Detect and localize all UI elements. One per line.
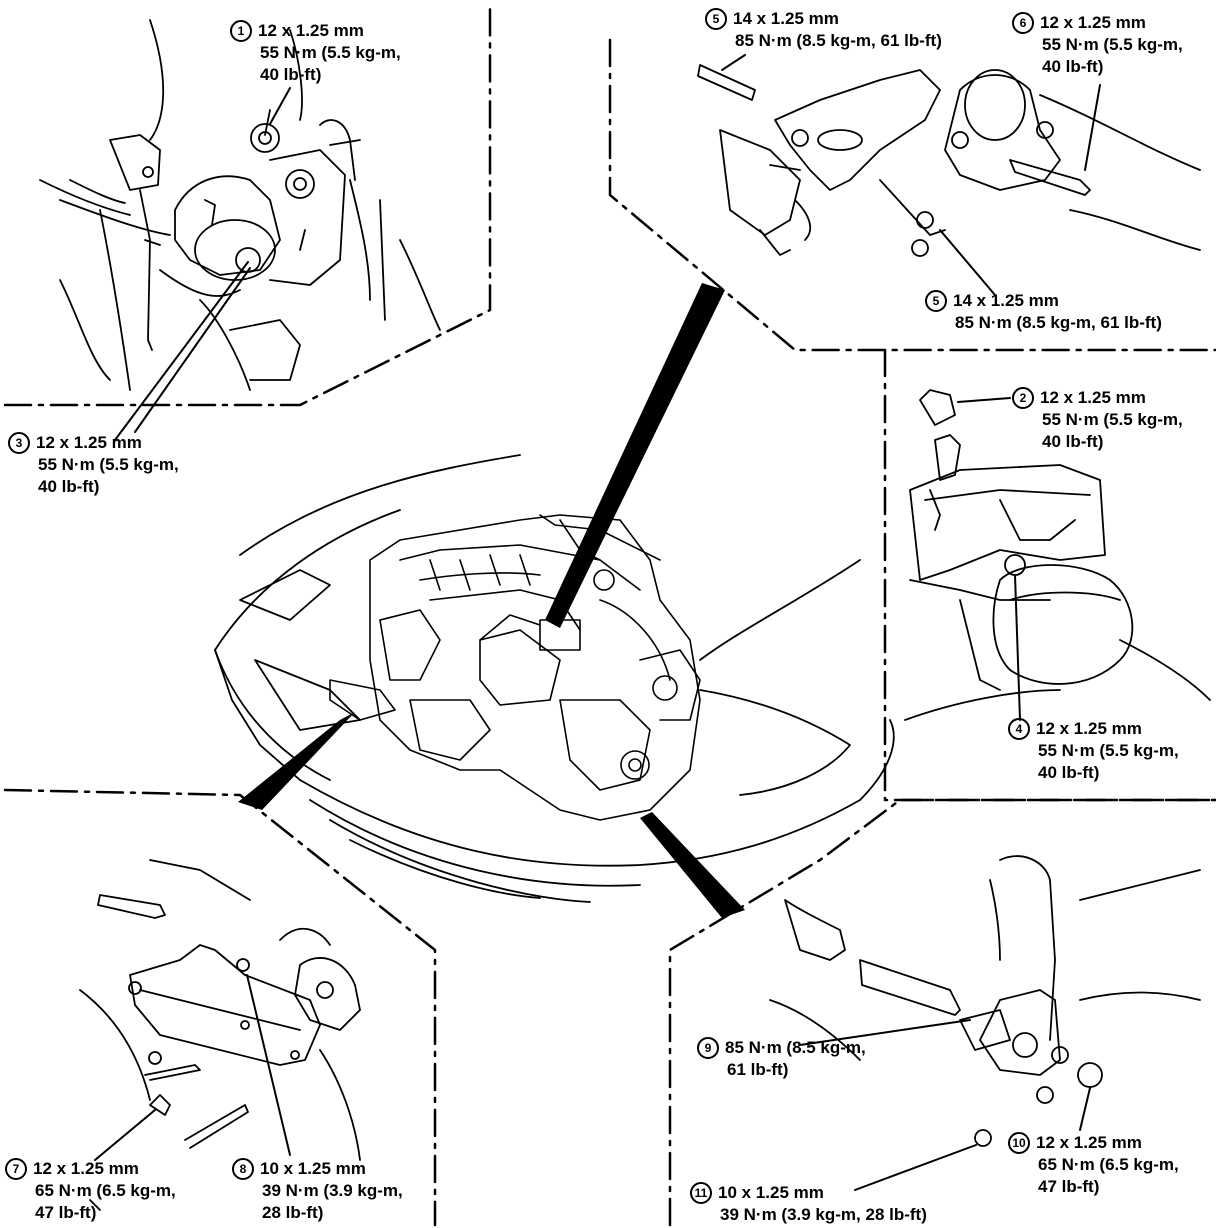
bolt-size: 14 x 1.25 mm xyxy=(733,9,839,28)
torque-spec: 85 N·m (8.5 kg-m, xyxy=(725,1038,866,1057)
torque-spec-cont: 40 lb-ft) xyxy=(1042,57,1104,76)
bolt-size: 12 x 1.25 mm xyxy=(33,1159,139,1178)
torque-spec: 55 N·m (5.5 kg-m, xyxy=(1042,35,1183,54)
callout-3: 3 12 x 1.25 mm 55 N·m (5.5 kg-m, 40 lb-ft… xyxy=(8,432,179,498)
torque-spec: 55 N·m (5.5 kg-m, xyxy=(1042,410,1183,429)
engine-assembly xyxy=(329,514,701,821)
callout-5-top: 5 14 x 1.25 mm 85 N·m (8.5 kg-m, 61 lb-ft… xyxy=(705,8,942,52)
torque-spec: 39 N·m (3.9 kg-m, 28 lb-ft) xyxy=(720,1205,927,1224)
torque-spec: 85 N·m (8.5 kg-m, 61 lb-ft) xyxy=(955,313,1162,332)
torque-spec-cont: 28 lb-ft) xyxy=(262,1203,324,1222)
torque-spec-cont: 61 lb-ft) xyxy=(727,1060,789,1079)
callout-number: 4 xyxy=(1008,718,1030,740)
mount-bottom-left xyxy=(79,859,361,1211)
torque-spec-cont: 40 lb-ft) xyxy=(1038,763,1100,782)
bolt-size: 12 x 1.25 mm xyxy=(1040,13,1146,32)
callout-8: 8 10 x 1.25 mm 39 N·m (3.9 kg-m, 28 lb-ft… xyxy=(232,1158,403,1224)
callout-9: 9 85 N·m (8.5 kg-m, 61 lb-ft) xyxy=(697,1037,866,1081)
leaders-right-middle xyxy=(957,397,1021,721)
callout-number: 6 xyxy=(1012,12,1034,34)
callout-5-bottom: 5 14 x 1.25 mm 85 N·m (8.5 kg-m, 61 lb-ft… xyxy=(925,290,1162,334)
callout-2: 2 12 x 1.25 mm 55 N·m (5.5 kg-m, 40 lb-ft… xyxy=(1012,387,1183,453)
callout-number: 5 xyxy=(925,290,947,312)
torque-spec-cont: 47 lb-ft) xyxy=(35,1203,97,1222)
torque-spec: 85 N·m (8.5 kg-m, 61 lb-ft) xyxy=(735,31,942,50)
torque-spec: 65 N·m (6.5 kg-m, xyxy=(1038,1155,1179,1174)
callout-number: 11 xyxy=(690,1182,712,1204)
mount-bottom-right xyxy=(769,855,1201,1147)
leaders-top-left xyxy=(114,87,291,441)
bolt-size: 14 x 1.25 mm xyxy=(953,291,1059,310)
bolt-size: 10 x 1.25 mm xyxy=(718,1183,824,1202)
callout-number: 1 xyxy=(230,20,252,42)
torque-spec-cont: 40 lb-ft) xyxy=(260,65,322,84)
callout-7: 7 12 x 1.25 mm 65 N·m (6.5 kg-m, 47 lb-ft… xyxy=(5,1158,176,1224)
mount-top-left xyxy=(39,19,441,391)
bolt-size: 12 x 1.25 mm xyxy=(258,21,364,40)
torque-spec: 65 N·m (6.5 kg-m, xyxy=(35,1181,176,1200)
mount-top-right xyxy=(697,64,1201,257)
torque-spec: 55 N·m (5.5 kg-m, xyxy=(38,455,179,474)
callout-number: 2 xyxy=(1012,387,1034,409)
leaders-bottom-right xyxy=(799,1019,1091,1191)
callout-10: 10 12 x 1.25 mm 65 N·m (6.5 kg-m, 47 lb-f… xyxy=(1008,1132,1179,1198)
mount-right-middle xyxy=(904,389,1211,721)
callout-4: 4 12 x 1.25 mm 55 N·m (5.5 kg-m, 40 lb-ft… xyxy=(1008,718,1179,784)
callout-1: 1 12 x 1.25 mm 55 N·m (5.5 kg-m, 40 lb-ft… xyxy=(230,20,401,86)
callout-6: 6 12 x 1.25 mm 55 N·m (5.5 kg-m, 40 lb-ft… xyxy=(1012,12,1183,78)
callout-number: 7 xyxy=(5,1158,27,1180)
bolt-size: 10 x 1.25 mm xyxy=(260,1159,366,1178)
callout-number: 9 xyxy=(697,1037,719,1059)
pointer-wedges xyxy=(238,283,745,918)
torque-spec-cont: 47 lb-ft) xyxy=(1038,1177,1100,1196)
torque-spec: 55 N·m (5.5 kg-m, xyxy=(1038,741,1179,760)
callout-number: 10 xyxy=(1008,1132,1030,1154)
leaders-bottom-left xyxy=(94,974,291,1161)
callout-11: 11 10 x 1.25 mm 39 N·m (3.9 kg-m, 28 lb-f… xyxy=(690,1182,927,1226)
bolt-size: 12 x 1.25 mm xyxy=(1040,388,1146,407)
callout-number: 3 xyxy=(8,432,30,454)
bolt-size: 12 x 1.25 mm xyxy=(1036,719,1142,738)
torque-spec: 39 N·m (3.9 kg-m, xyxy=(262,1181,403,1200)
bolt-size: 12 x 1.25 mm xyxy=(36,433,142,452)
torque-spec: 55 N·m (5.5 kg-m, xyxy=(260,43,401,62)
callout-number: 5 xyxy=(705,8,727,30)
torque-spec-cont: 40 lb-ft) xyxy=(38,477,100,496)
car-body xyxy=(214,454,895,903)
panel-borders xyxy=(3,3,1216,1227)
leaders-top-right xyxy=(721,54,1101,296)
torque-spec-cont: 40 lb-ft) xyxy=(1042,432,1104,451)
callout-number: 8 xyxy=(232,1158,254,1180)
bolt-size: 12 x 1.25 mm xyxy=(1036,1133,1142,1152)
